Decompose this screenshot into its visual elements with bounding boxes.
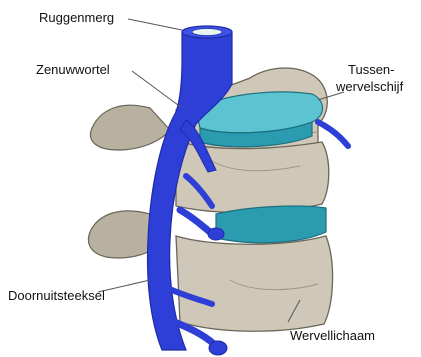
label-nerve-root: Zenuwwortel: [36, 62, 110, 77]
label-spinal-cord: Ruggenmerg: [39, 10, 114, 25]
intervertebral-disc-lower: [216, 206, 326, 243]
spinous-process-upper: [90, 105, 170, 150]
vertebral-body-lower: [176, 236, 333, 331]
label-disc-line2: wervelschijf: [336, 79, 403, 94]
label-vertebral-body: Wervellichaam: [290, 328, 375, 343]
label-spinous-process: Doornuitsteeksel: [8, 288, 105, 303]
label-disc-line1: Tussen-: [348, 62, 394, 77]
